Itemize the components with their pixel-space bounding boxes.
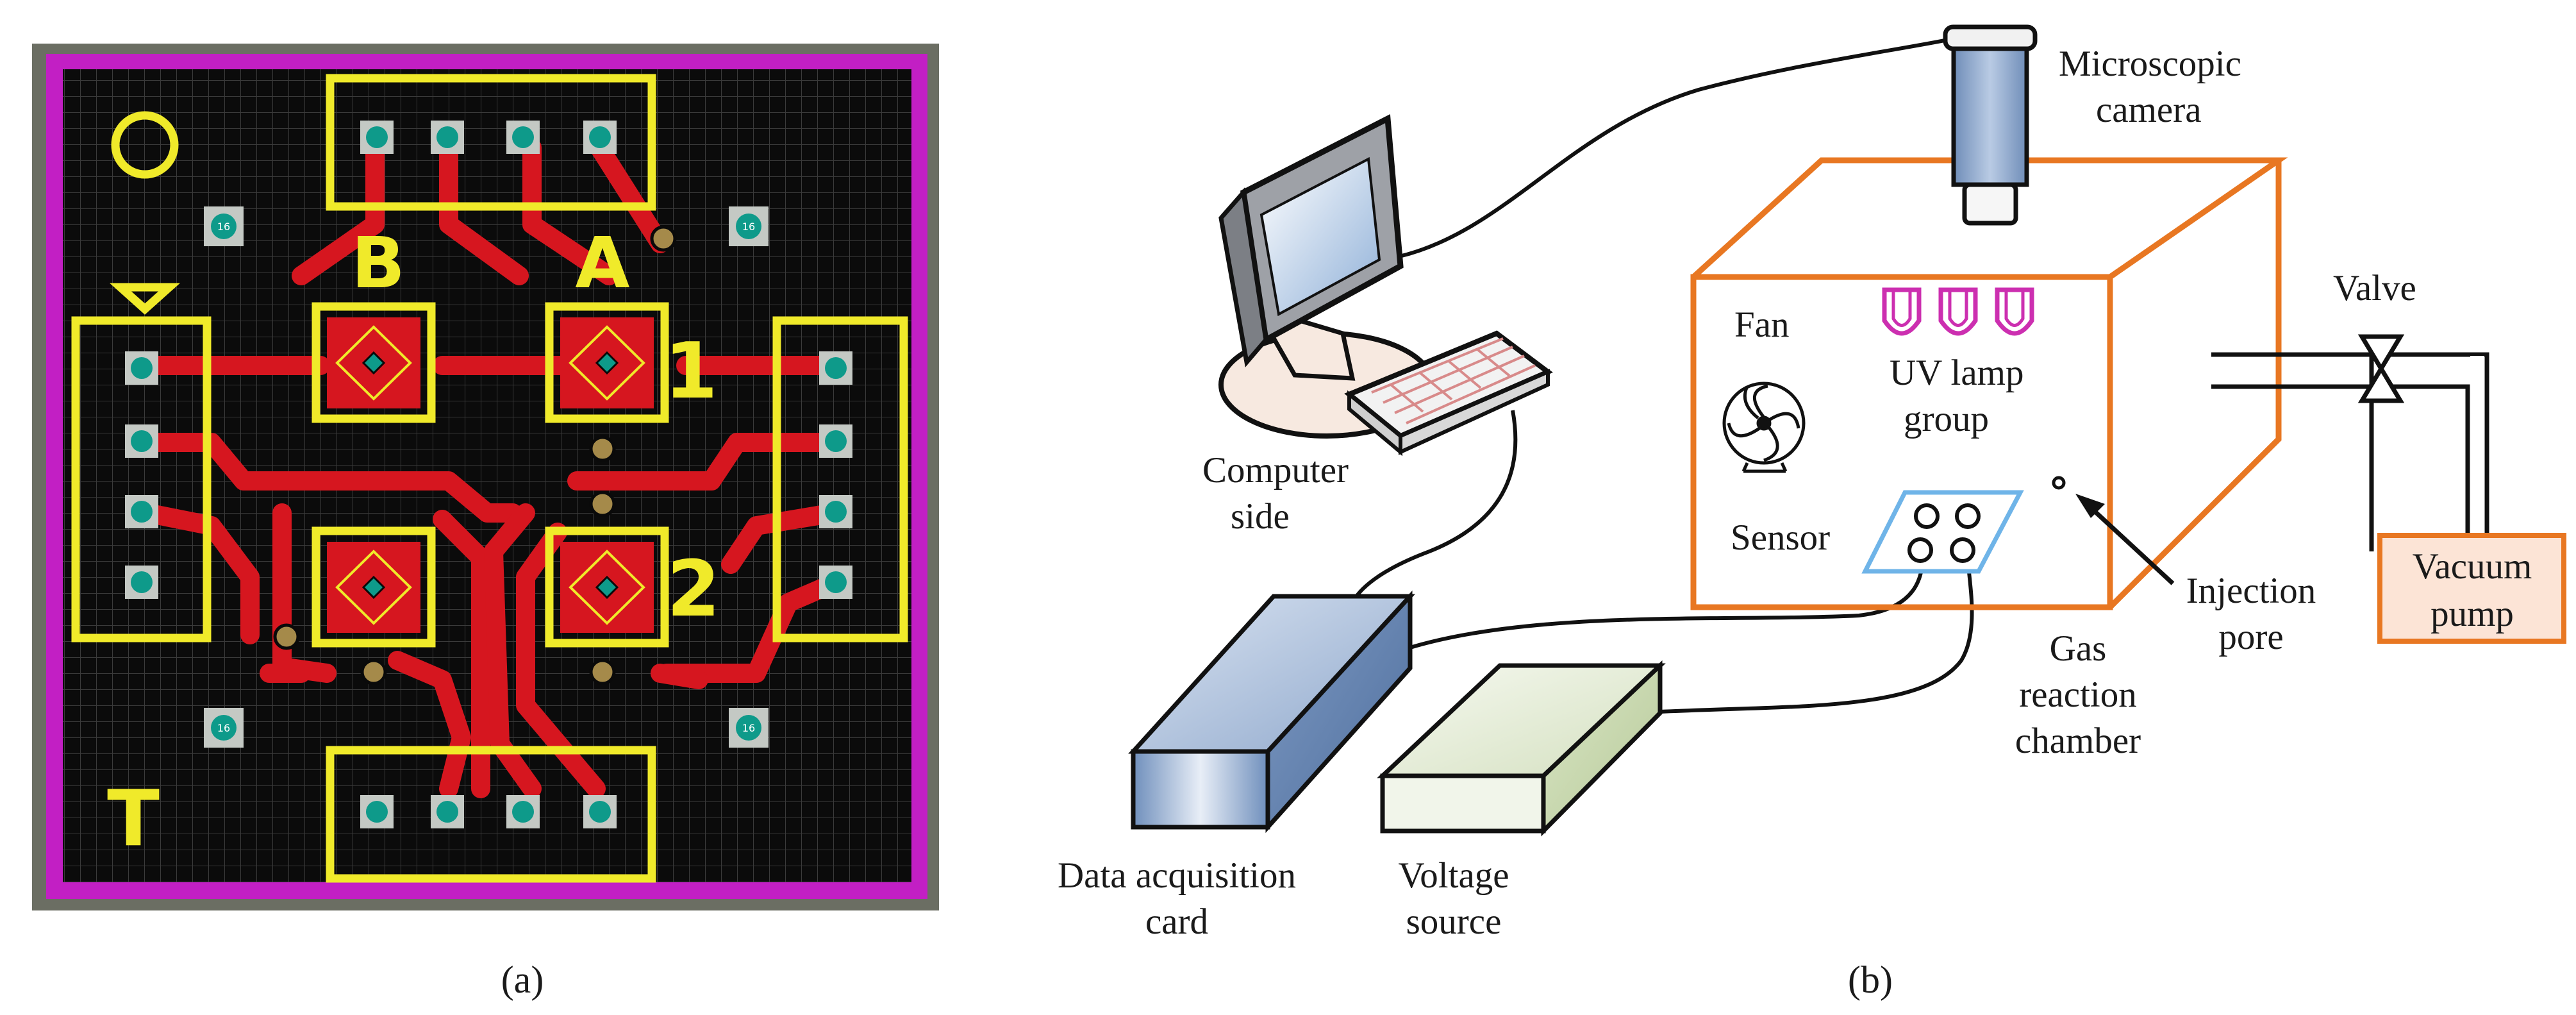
cables <box>1350 37 1974 714</box>
computer-monitor <box>1218 113 1435 439</box>
silkscreen-outlines <box>71 74 908 883</box>
silk-number-1: 1 <box>664 327 718 416</box>
label-fan: Fan <box>1734 305 1790 345</box>
keyboard-cable <box>1350 410 1518 604</box>
camera-cable <box>1399 37 1956 258</box>
vias <box>273 225 677 685</box>
gas-reaction-chamber <box>1690 157 2288 610</box>
label-valve: Valve <box>2333 268 2416 308</box>
pad-number-label: 16 <box>742 722 755 734</box>
panel-a-pcb: 16 16 16 16 B A 1 2 T (a) <box>32 44 939 1001</box>
keyboard <box>1344 330 1553 457</box>
uv-lamps <box>1882 287 2034 336</box>
microscopic-camera <box>1943 24 2038 226</box>
data-acquisition-card <box>1128 591 1415 834</box>
vacuum-pipe <box>2211 352 2489 551</box>
silk-letter-B: B <box>351 222 405 304</box>
injection-arrow <box>2075 494 2175 585</box>
valve-symbol <box>2357 334 2405 403</box>
voltage-source <box>1377 660 1666 837</box>
caption-b: (b) <box>1848 959 1893 1001</box>
pipe-gap <box>2470 356 2484 548</box>
fan-icon <box>1722 382 1806 473</box>
injection-pore <box>2052 476 2066 490</box>
sensor-chip <box>1861 490 2024 574</box>
ic-packages <box>327 317 654 633</box>
pad-number-label: 16 <box>217 221 230 233</box>
caption-a: (a) <box>501 959 544 1001</box>
daq-sensor-cable <box>1409 554 1925 650</box>
copper-traces <box>138 138 843 798</box>
silk-number-2: 2 <box>667 545 720 634</box>
pads: 16 16 16 16 <box>125 121 852 828</box>
pad-number-label: 16 <box>217 722 230 734</box>
label-sensor: Sensor <box>1731 517 1830 558</box>
voltage-sensor-cable <box>1659 554 1974 714</box>
vacuum-pump-box <box>2377 533 2566 644</box>
silk-letter-T: T <box>107 775 160 864</box>
pad-number-label: 16 <box>742 221 755 233</box>
silk-letter-A: A <box>575 222 629 304</box>
